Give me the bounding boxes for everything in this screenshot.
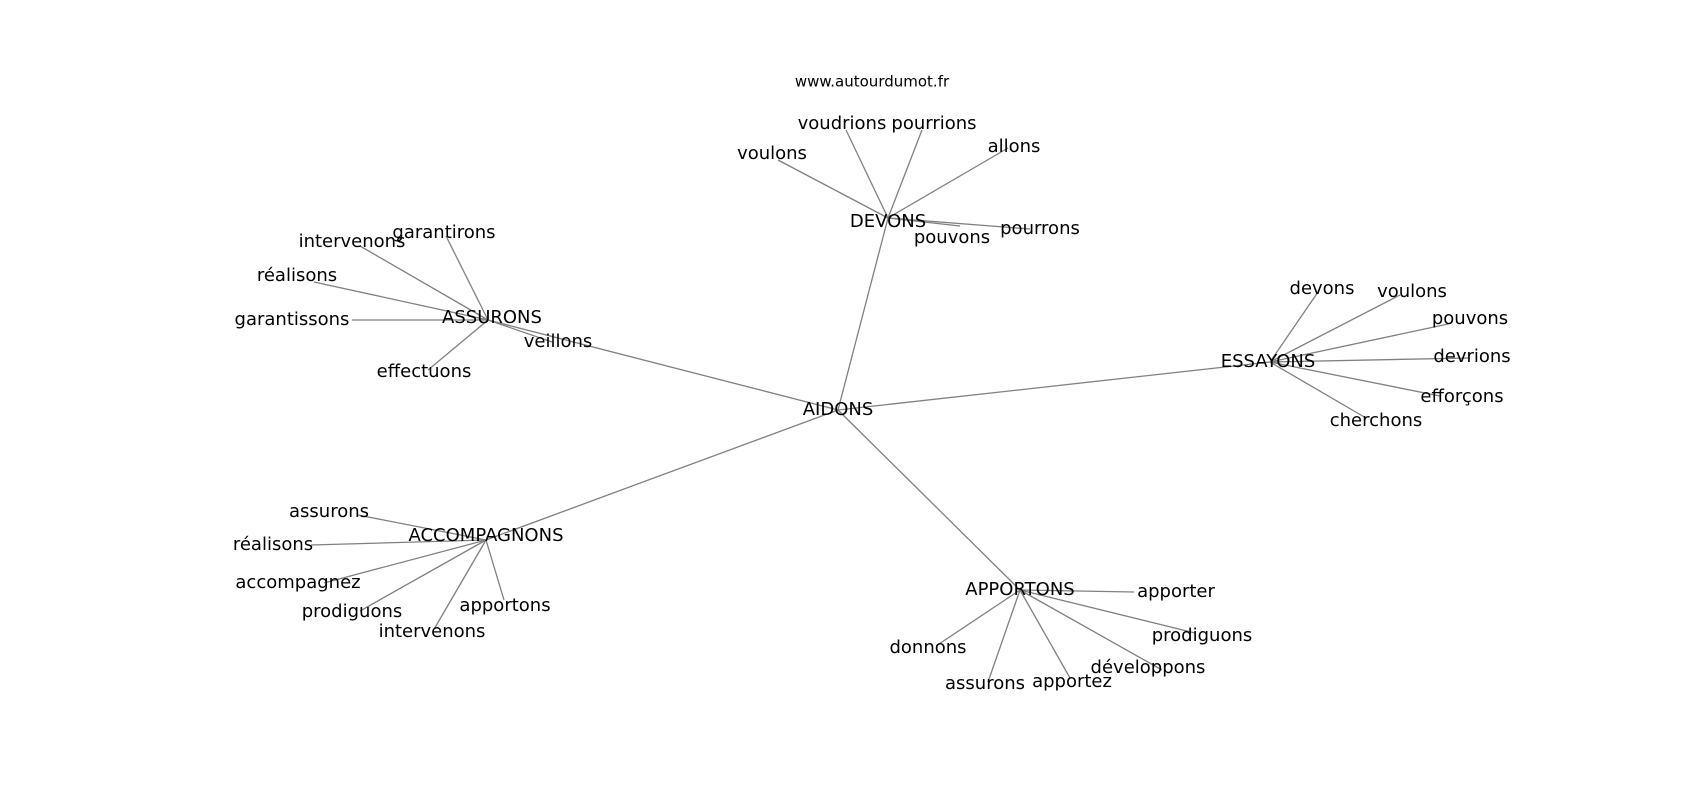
child-word[interactable]: pourrons	[1000, 218, 1080, 239]
edge-hub-to-child	[935, 589, 1021, 647]
edge-hub-to-child	[1269, 361, 1441, 397]
child-word[interactable]: garantirons	[392, 222, 495, 243]
edge-center-to-hub	[837, 361, 1271, 411]
child-word[interactable]: garantissons	[235, 309, 350, 330]
edge-hub-to-child	[1019, 589, 1196, 634]
child-word[interactable]: apporter	[1137, 581, 1215, 602]
edge-hub-to-child	[887, 147, 1009, 219]
edges-layer	[310, 129, 1471, 683]
edge-center-to-hub	[837, 409, 1021, 591]
edge-center-to-hub	[485, 409, 839, 541]
hub-word[interactable]: ESSAYONS	[1221, 351, 1316, 372]
child-word[interactable]: pourrions	[891, 113, 976, 134]
edge-hub-to-child	[1019, 589, 1163, 671]
child-word[interactable]: accompagnez	[235, 572, 360, 593]
hub-word[interactable]: DEVONS	[850, 211, 926, 232]
child-word[interactable]: donnons	[889, 637, 966, 658]
child-word[interactable]: veillons	[524, 331, 593, 352]
hub-word[interactable]: ASSURONS	[442, 307, 542, 328]
child-word[interactable]: voulons	[1377, 281, 1447, 302]
child-word[interactable]: réalisons	[257, 265, 337, 286]
edge-hub-to-child	[1269, 323, 1449, 363]
edge-hub-to-child	[887, 129, 923, 219]
edge-center-to-hub	[837, 217, 889, 411]
center-word[interactable]: AIDONS	[803, 399, 874, 420]
child-word[interactable]: assurons	[289, 501, 369, 522]
child-word[interactable]: cherchons	[1330, 410, 1423, 431]
child-word[interactable]: effectuons	[377, 361, 472, 382]
watermark-text: www.autourdumot.fr	[795, 73, 950, 91]
edge-hub-to-child	[310, 539, 487, 546]
child-word[interactable]: allons	[988, 136, 1041, 157]
edge-hub-to-child	[323, 539, 487, 584]
child-word[interactable]: efforçons	[1420, 386, 1503, 407]
child-word[interactable]: intervenons	[299, 231, 406, 252]
child-word[interactable]: voulons	[737, 143, 807, 164]
child-word[interactable]: pouvons	[1432, 308, 1508, 329]
edge-hub-to-child	[359, 539, 487, 612]
child-word[interactable]: réalisons	[233, 534, 313, 555]
child-word[interactable]: prodiguons	[1152, 625, 1253, 646]
child-word[interactable]: intervenons	[379, 621, 486, 642]
child-word[interactable]: assurons	[945, 673, 1025, 694]
child-word[interactable]: apportez	[1032, 671, 1112, 692]
child-word[interactable]: développons	[1091, 657, 1206, 678]
edge-hub-to-child	[1269, 357, 1471, 363]
edge-hub-to-child	[777, 159, 889, 219]
edge-center-to-hub	[487, 319, 839, 411]
hub-word[interactable]: ACCOMPAGNONS	[408, 525, 563, 546]
edge-hub-to-child	[359, 245, 489, 321]
edge-hub-to-child	[1019, 589, 1071, 679]
edge-hub-to-child	[987, 589, 1021, 683]
child-word[interactable]: pouvons	[914, 227, 990, 248]
edge-hub-to-child	[432, 539, 487, 632]
hub-word[interactable]: APPORTONS	[965, 579, 1074, 600]
child-word[interactable]: devons	[1290, 278, 1355, 299]
edge-hub-to-child	[1269, 294, 1401, 363]
child-word[interactable]: devrions	[1433, 346, 1510, 367]
edge-hub-to-child	[845, 129, 889, 219]
edge-hub-to-child	[1019, 589, 1135, 593]
edge-hub-to-child	[313, 281, 489, 321]
edge-hub-to-child	[445, 235, 489, 321]
edge-hub-to-child	[887, 217, 961, 227]
edge-hub-to-child	[427, 319, 489, 371]
edge-hub-to-child	[357, 514, 487, 541]
edge-hub-to-child	[887, 217, 1031, 230]
child-word[interactable]: apportons	[459, 595, 550, 616]
edge-hub-to-child	[487, 319, 553, 343]
child-word[interactable]: prodiguons	[302, 601, 403, 622]
edge-hub-to-child	[485, 539, 505, 601]
child-word[interactable]: voudrions	[798, 113, 887, 134]
edge-hub-to-child	[1269, 361, 1367, 419]
edge-hub-to-child	[1269, 291, 1319, 363]
